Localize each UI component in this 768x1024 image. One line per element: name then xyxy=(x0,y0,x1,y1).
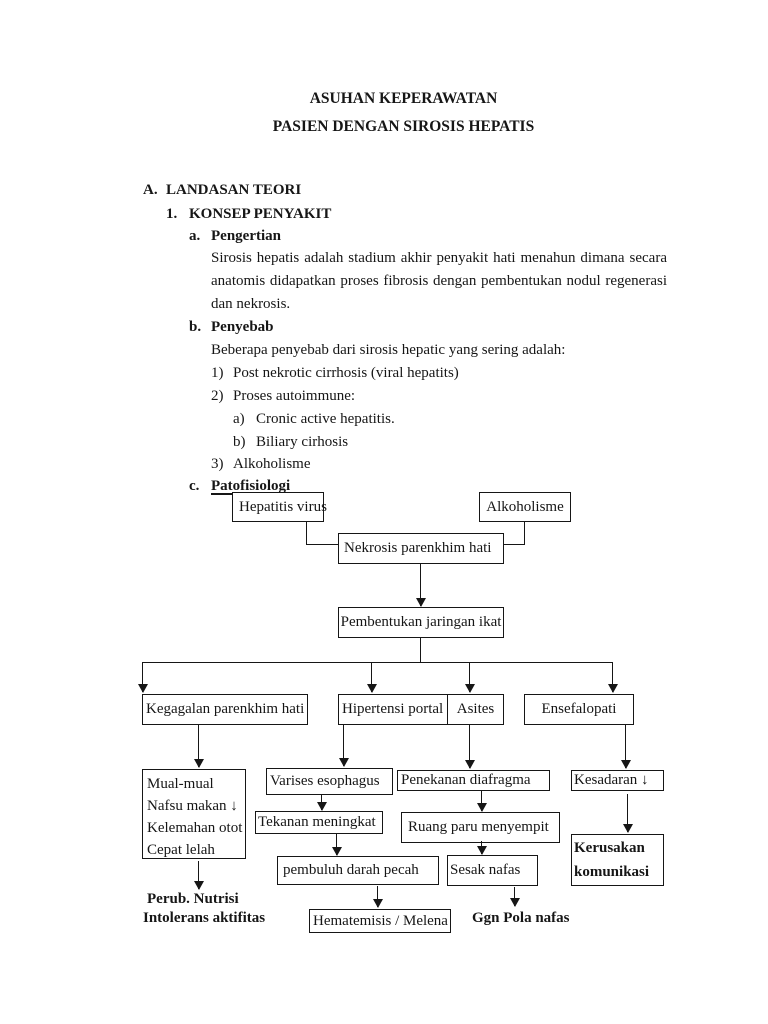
heading-text: Patofisiologi xyxy=(211,478,291,494)
paragraph-line: Sirosis hepatis adalah stadium akhir pen… xyxy=(211,250,667,266)
arrow-tekanan-to-pembuluh xyxy=(331,834,342,856)
flow-node-varises-esophagus: Varises esophagus xyxy=(266,768,393,795)
list-item-2: 2) Proses autoimmune: xyxy=(211,387,355,406)
arrow-ruang-to-sesak xyxy=(476,841,487,855)
list-marker: b) xyxy=(233,434,246,450)
list-item-1: 1) Post nekrotic cirrhosis (viral hepatit… xyxy=(211,364,459,383)
gejala-line: Nafsu makan ↓ xyxy=(147,798,238,814)
paragraph-line: anatomis didapatkan proses fibrosis deng… xyxy=(211,273,667,289)
heading-patofisiologi: c. Patofisiologi xyxy=(189,477,290,496)
heading-text: Penyebab xyxy=(211,319,274,335)
list-marker: 1. xyxy=(166,206,178,222)
connector-hepatitis-down xyxy=(306,522,307,545)
flow-node-tekanan-meningkat: Tekanan meningkat xyxy=(255,811,383,834)
arrow-branch-kegagalan xyxy=(137,663,148,693)
heading-pengertian: a. Pengertian xyxy=(189,227,281,246)
flow-node-ruang-paru-menyempit: Ruang paru menyempit xyxy=(401,812,560,843)
list-marker: 3) xyxy=(211,456,224,472)
label-intolerans-aktifitas: Intolerans aktifitas xyxy=(143,910,266,926)
heading-text: KONSEP PENYAKIT xyxy=(189,206,332,222)
heading-konsep-penyakit: 1. KONSEP PENYAKIT xyxy=(166,205,331,224)
label-ggn-pola-nafas: Ggn Pola nafas xyxy=(472,910,570,926)
arrow-kesadaran-to-kerusakan xyxy=(622,794,633,833)
heading-text: Pengertian xyxy=(211,228,281,244)
connector-distribution-line xyxy=(142,662,613,663)
document-title-line-2: PASIEN DENGAN SIROSIS HEPATIS xyxy=(272,118,535,135)
gejala-line: Kelemahan otot xyxy=(147,820,243,836)
flow-node-kerusakan-komunikasi: Kerusakan komunikasi xyxy=(571,834,664,886)
list-item-text: Alkoholisme xyxy=(233,456,311,472)
flow-node-pembentukan-jaringan-ikat: Pembentukan jaringan ikat xyxy=(338,607,504,638)
arrow-sesak-to-ggn xyxy=(509,887,520,907)
label-perub-nutrisi: Perub. Nutrisi xyxy=(147,891,239,907)
arrow-kegagalan-to-gejala xyxy=(193,725,204,768)
list-marker: A. xyxy=(143,182,158,198)
list-item-2b: b) Biliary cirhosis xyxy=(233,433,348,452)
arrow-ensefalopati-to-kesadaran xyxy=(620,725,631,769)
arrow-penekanan-to-ruang xyxy=(476,791,487,812)
paragraph-line: dan nekrosis. xyxy=(211,296,291,312)
flow-node-penekanan-diafragma: Penekanan diafragma xyxy=(397,770,550,791)
connector-jaringan-feeder xyxy=(420,638,421,663)
list-marker: 1) xyxy=(211,365,224,381)
arrow-pembuluh-to-hematemisis xyxy=(372,886,383,908)
list-item-2a: a) Cronic active hepatitis. xyxy=(233,410,395,429)
connector-alkoholisme-down xyxy=(524,522,525,545)
flow-node-ensefalopati: Ensefalopati xyxy=(524,694,634,725)
arrow-branch-ensefalopati xyxy=(607,663,618,693)
list-item-text: Biliary cirhosis xyxy=(256,434,349,450)
heading-landasan-teori: A. LANDASAN TEORI xyxy=(143,181,301,200)
flow-node-gejala-kegagalan: Mual-mual Nafsu makan ↓ Kelemahan otot C… xyxy=(142,769,246,859)
arrow-hipertensi-to-varises xyxy=(338,725,349,767)
list-marker: b. xyxy=(189,319,202,335)
arrow-branch-asites xyxy=(464,663,475,693)
flow-node-nekrosis-parenkhim-hati: Nekrosis parenkhim hati xyxy=(338,533,504,564)
list-item-text: Post nekrotic cirrhosis (viral hepatits) xyxy=(233,365,459,381)
flow-node-asites: Asites xyxy=(447,694,504,725)
arrow-varises-to-tekanan xyxy=(316,795,327,811)
flow-node-hematemisis-melena: Hematemisis / Melena xyxy=(309,909,451,933)
list-item-3: 3) Alkoholisme xyxy=(211,455,311,474)
gejala-line: Mual-mual xyxy=(147,776,214,792)
list-item-text: Cronic active hepatitis. xyxy=(256,411,395,427)
connector-hepatitis-elbow xyxy=(306,544,339,545)
flow-node-alkoholisme: Alkoholisme xyxy=(479,492,571,522)
list-marker: a. xyxy=(189,228,201,244)
flow-node-hipertensi-portal: Hipertensi portal xyxy=(338,694,449,725)
connector-alkoholisme-elbow xyxy=(503,544,525,545)
list-marker: 2) xyxy=(211,388,224,404)
arrow-asites-to-penekanan xyxy=(464,725,475,769)
flow-node-kesadaran-menurun: Kesadaran ↓ xyxy=(571,770,664,791)
arrow-gejala-to-perub xyxy=(193,861,204,890)
heading-penyebab: b. Penyebab xyxy=(189,318,274,337)
list-item-text: Proses autoimmune: xyxy=(233,388,356,404)
gejala-line: Cepat lelah xyxy=(147,842,215,858)
heading-text: LANDASAN TEORI xyxy=(166,182,302,198)
flow-node-pembuluh-darah-pecah: pembuluh darah pecah xyxy=(277,856,439,885)
list-marker: a) xyxy=(233,411,245,427)
kerusakan-line: komunikasi xyxy=(574,864,650,880)
flow-node-hepatitis-virus: Hepatitis virus xyxy=(232,492,327,522)
arrow-nekrosis-to-jaringan xyxy=(415,563,426,607)
paragraph-line: Beberapa penyebab dari sirosis hepatic y… xyxy=(211,342,566,358)
arrow-branch-hipertensi xyxy=(366,663,377,693)
document-title-line-1: ASUHAN KEPERAWATAN xyxy=(309,90,498,107)
list-marker: c. xyxy=(189,478,200,494)
flow-node-kegagalan-parenkhim-hati: Kegagalan parenkhim hati xyxy=(142,694,308,725)
flow-node-sesak-nafas: Sesak nafas xyxy=(447,855,538,886)
kerusakan-line: Kerusakan xyxy=(574,840,645,856)
